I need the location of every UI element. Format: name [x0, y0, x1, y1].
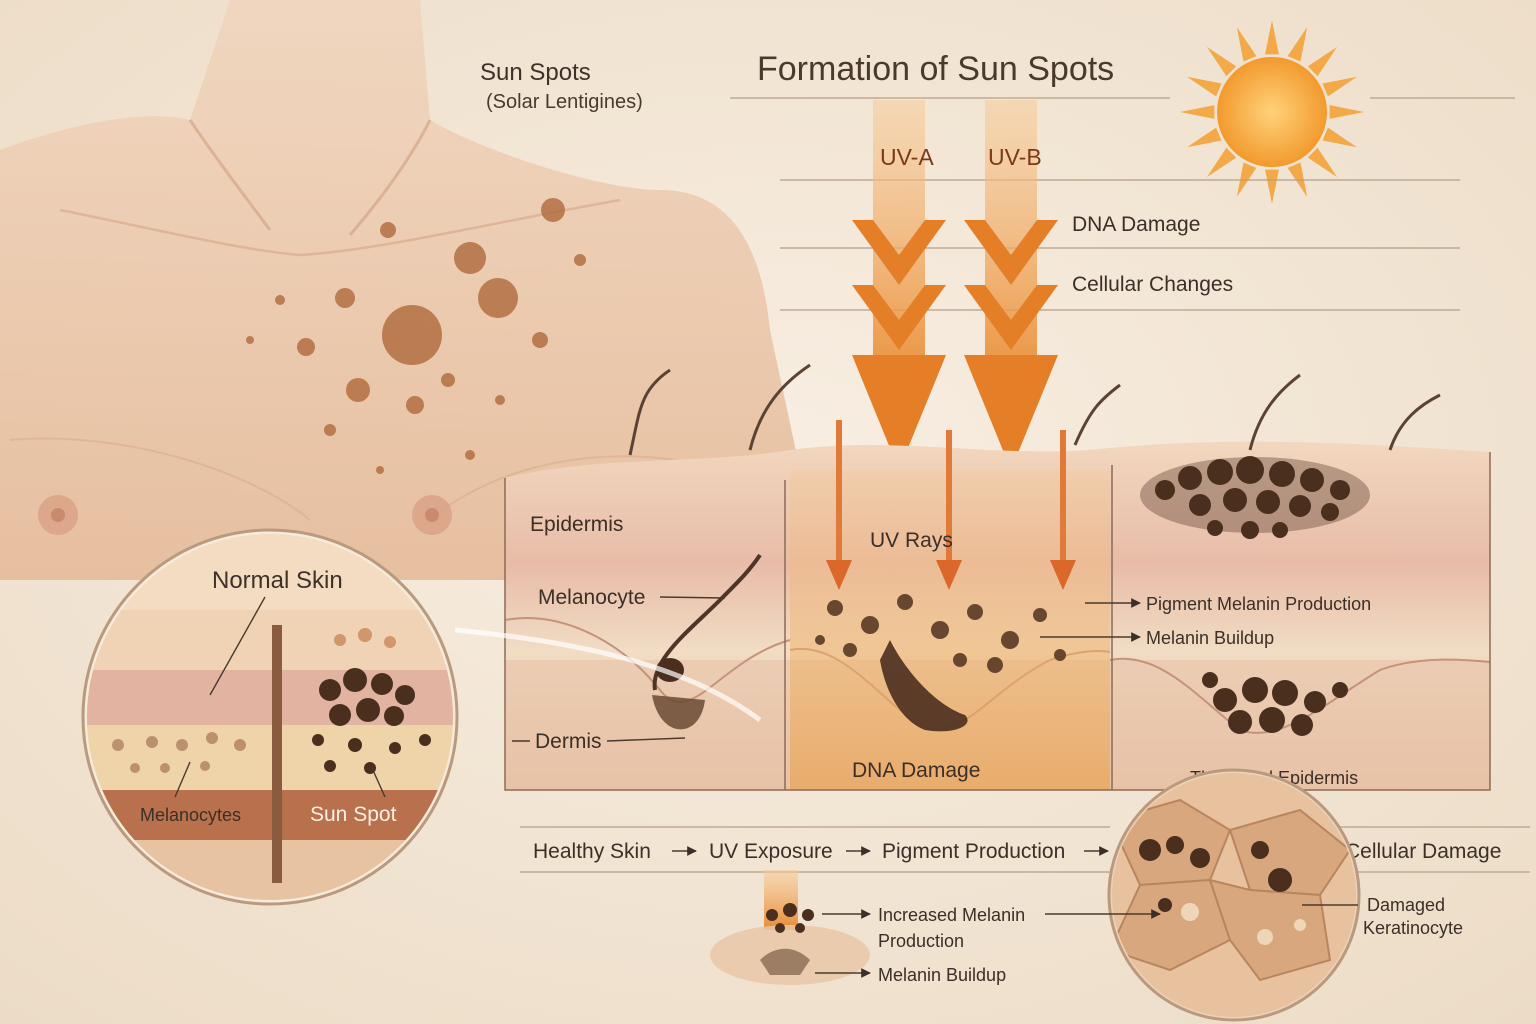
sun-ray: [1180, 105, 1215, 119]
sun-ray: [1187, 127, 1222, 148]
sun-ray: [1236, 27, 1257, 62]
sun-ray: [1329, 105, 1364, 119]
melanin-cluster-middle: [815, 594, 1066, 732]
process-flow: [520, 826, 1530, 873]
label-melanin-buildup-bottom: Melanin Buildup: [878, 965, 1006, 985]
sun-ray: [1307, 46, 1338, 77]
sun-ray: [1265, 169, 1279, 204]
uvb-arrow: [964, 100, 1058, 470]
label-sun-spot: Sun Spot: [310, 803, 397, 826]
label-damaged-2: Keratinocyte: [1363, 918, 1463, 938]
label-uv-rays: UV Rays: [870, 529, 953, 552]
hairs: [628, 363, 1441, 456]
label-melanin-buildup-section: Melanin Buildup: [1146, 628, 1274, 648]
torso-sun-spots: [246, 198, 586, 474]
sun-icon: [1180, 20, 1364, 204]
uvb-label: UV-B: [988, 144, 1042, 170]
step-cellular-changes: Cellular Changes: [1072, 273, 1233, 296]
main-title: Formation of Sun Spots: [757, 50, 1114, 88]
sun-spots-title: Sun Spots: [480, 59, 591, 86]
label-melanocyte: Melanocyte: [538, 586, 645, 609]
uv-ray-arrows: [826, 420, 1076, 590]
normal-skin-inset: [81, 528, 459, 906]
label-damaged-1: Damaged: [1367, 895, 1445, 915]
skin-cross-section: [504, 363, 1491, 791]
label-melanocytes: Melanocytes: [140, 805, 241, 825]
sun-ray: [1307, 147, 1338, 178]
label-epidermis: Epidermis: [530, 513, 623, 536]
sun-spots-subtitle: (Solar Lentigines): [486, 91, 643, 113]
label-dna-damage-section: DNA Damage: [852, 759, 980, 782]
flow-step-2: UV Exposure: [709, 840, 833, 863]
sun-ray: [1287, 27, 1308, 62]
cellular-damage-inset: [1107, 768, 1361, 1022]
label-pigment-melanin-production: Pigment Melanin Production: [1146, 594, 1371, 614]
flow-end-cellular-damage: Cellular Damage: [1345, 840, 1501, 863]
uva-arrow: [852, 100, 946, 470]
step-dna-damage: DNA Damage: [1072, 213, 1200, 236]
label-increased-melanin-1: Increased Melanin: [878, 905, 1025, 925]
torso-illustration: [0, 0, 800, 580]
inset-title-normal-skin: Normal Skin: [212, 567, 343, 594]
label-increased-melanin-2: Production: [878, 931, 964, 951]
sun-ray: [1265, 20, 1279, 55]
melanin-cluster-right-top: [1140, 456, 1370, 539]
sun-ray: [1322, 127, 1357, 148]
flow-step-3: Pigment Production: [882, 840, 1065, 863]
inset-connector: [454, 627, 762, 723]
melanin-cluster-right-bottom: [1202, 672, 1348, 736]
uva-label: UV-A: [880, 144, 934, 170]
bottom-melanin-detail: [710, 870, 870, 985]
label-dermis: Dermis: [535, 730, 602, 753]
sun-ray: [1322, 76, 1357, 97]
sun-ray: [1187, 76, 1222, 97]
sun-ray: [1206, 46, 1237, 77]
flow-step-1: Healthy Skin: [533, 840, 651, 863]
sun-ray: [1206, 147, 1237, 178]
